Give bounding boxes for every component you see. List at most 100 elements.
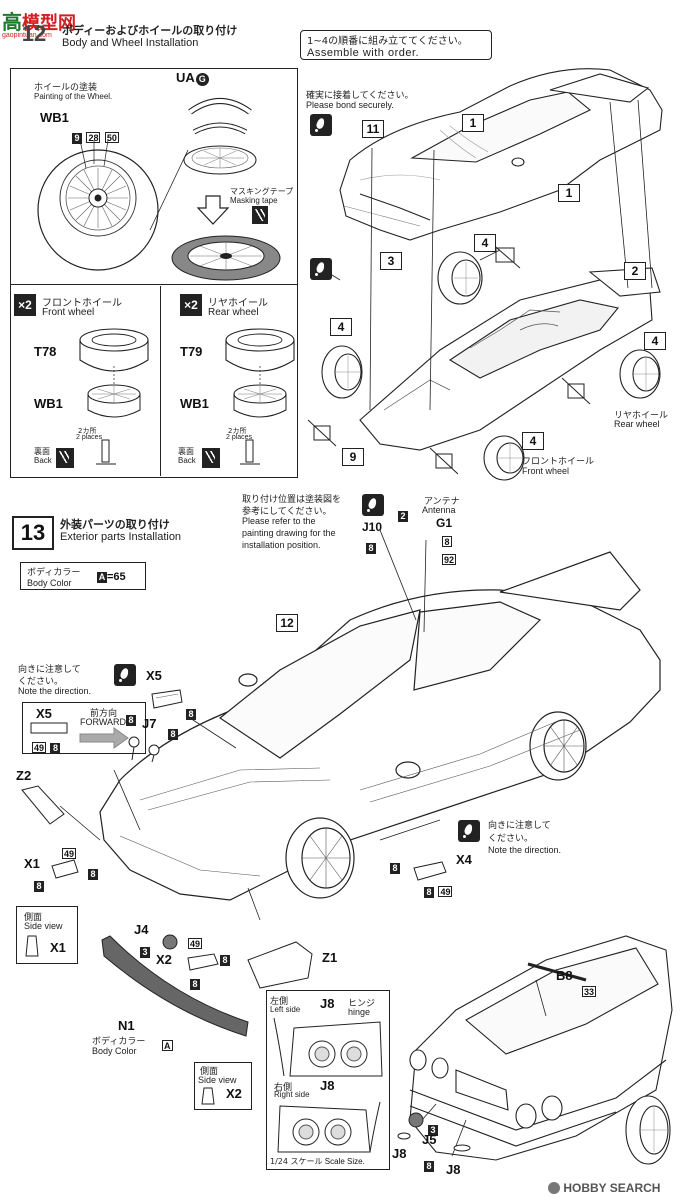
- masked-wheel-drawing: [171, 235, 281, 281]
- antenna-jp: アンテナ: [424, 497, 460, 507]
- back-rear-en: Back: [178, 456, 196, 465]
- watermark-text: 模型网: [22, 13, 76, 34]
- x1-part-drawing: [51, 859, 79, 879]
- rear-wheel-note-jp: リヤホイール: [614, 411, 669, 421]
- rear-peg-drawing: [240, 439, 260, 465]
- glue-icon-2: [310, 258, 332, 280]
- color-code-value: =65: [107, 571, 126, 583]
- wb1-rear-label: WB1: [180, 396, 209, 411]
- hobbysearch-watermark: HOBBY SEARCH: [548, 1180, 660, 1195]
- wb1-label: WB1: [40, 110, 69, 125]
- j10-color: 2: [398, 506, 408, 524]
- color-code-a: A: [97, 572, 107, 583]
- x2-side-drawing: [201, 1087, 215, 1105]
- wheel-zoom-line: [149, 149, 189, 231]
- j7-color-b: 8: [168, 724, 178, 742]
- j5-label: J5: [422, 1132, 437, 1147]
- color-8-j7a: 8: [126, 715, 136, 726]
- right-side-en: Right side: [274, 1090, 310, 1099]
- x2-color-8a: 8: [220, 950, 230, 968]
- ua-tag: G: [195, 73, 209, 86]
- j8-hinge-label: J8: [320, 996, 335, 1011]
- order-en: Assemble with order.: [307, 47, 420, 59]
- hinge-box: [266, 990, 390, 1170]
- car-exterior-drawing: [59, 529, 661, 921]
- z1-part-drawing: [247, 941, 313, 989]
- color-8-x1b: 8: [88, 869, 98, 880]
- callout-12: 12: [276, 614, 298, 632]
- ua-ring-drawing: [183, 98, 257, 175]
- direction2-en: Note the direction.: [488, 845, 562, 855]
- callout-4d: 4: [522, 432, 544, 450]
- j7-color-a: 8: [126, 710, 136, 728]
- watermark-logo: 高模型网 gaopintuan.com: [2, 10, 76, 39]
- wheel-detail-drawing: [37, 139, 159, 271]
- j10-label: J10: [362, 520, 383, 534]
- color-8-x1a: 8: [34, 881, 44, 892]
- color-code-a-n1: A: [162, 1040, 173, 1051]
- wheel-paint-divider: [10, 284, 298, 285]
- x1-side-view-box: [16, 906, 78, 964]
- wheel-front-rear-divider: [160, 286, 161, 476]
- n1-body-color-en: Body Color: [92, 1046, 137, 1056]
- x1-color-8a: 8: [34, 876, 44, 894]
- j8-right-rear-label: J8: [446, 1162, 461, 1177]
- z2-label: Z2: [16, 768, 32, 783]
- step-12-title-en: Body and Wheel Installation: [62, 37, 199, 49]
- step-13-number: 13: [12, 516, 54, 550]
- color-49-x4: 49: [438, 886, 453, 897]
- j4-label: J4: [134, 922, 149, 937]
- glue-icon: [310, 114, 332, 136]
- callout-9: 9: [342, 448, 364, 466]
- z1-label: Z1: [322, 950, 338, 965]
- x2-part-drawing: [187, 953, 219, 971]
- antenna-note-en2: painting drawing for the: [242, 528, 336, 538]
- wheel-panel: [10, 68, 298, 478]
- g1-colors: 8 92: [442, 532, 457, 568]
- j4-color-49: 49: [188, 934, 203, 952]
- back-paint-icon: [56, 448, 74, 468]
- n1-label: N1: [118, 1018, 135, 1033]
- color-8-x4a: 8: [390, 863, 400, 874]
- front-wheel-note-jp: フロントホイール: [522, 457, 595, 467]
- step-13-title-en: Exterior parts Installation: [60, 531, 182, 543]
- direction2-jp1: 向きに注意して: [488, 821, 551, 831]
- callout-4c: 4: [644, 332, 666, 350]
- back-jp: 裏面: [34, 447, 50, 456]
- body-color-code: A=65: [97, 567, 126, 585]
- x1-side-label: X1: [50, 940, 66, 955]
- color-9: 9: [72, 133, 82, 144]
- rear-wheel-en: Rear wheel: [208, 307, 259, 318]
- color-50: 50: [104, 132, 119, 143]
- x5-label: X5: [146, 668, 162, 683]
- j8-rear-color: 8: [424, 1156, 434, 1174]
- hobbysearch-logo-icon: [548, 1181, 560, 1194]
- antenna-en: Antenna: [422, 505, 456, 515]
- paint-icon: [252, 206, 268, 224]
- direction-note-en: Note the direction.: [18, 686, 92, 696]
- callout-1b: 1: [558, 184, 580, 202]
- color-8-g1: 8: [442, 536, 452, 547]
- x5-detail-label: X5: [36, 706, 52, 721]
- b8-label: B8: [556, 968, 573, 983]
- j5-part-drawing: [408, 1112, 424, 1128]
- hinge-right-drawing: [277, 1101, 381, 1153]
- direction-glue-icon: [114, 664, 136, 686]
- antenna-note-jp1: 取り付け位置は塗装図を: [242, 495, 342, 505]
- color-33: 33: [582, 986, 597, 997]
- body-color-jp: ボディカラー: [27, 568, 81, 578]
- body-assembly-drawing: [307, 68, 663, 481]
- step-12-number: 12: [21, 21, 47, 46]
- j4-part-drawing: [162, 934, 178, 950]
- two-places-rear-jp: 2カ所: [228, 427, 247, 435]
- x4-part-drawing: [413, 861, 447, 881]
- color-2: 2: [398, 511, 408, 522]
- x5-part-drawing: [151, 689, 183, 709]
- rear-wheel-note-en: Rear wheel: [614, 419, 660, 429]
- side-view2-en: Side view: [198, 1075, 237, 1085]
- order-jp: 1~4の順番に組み立ててください。: [307, 36, 468, 47]
- color-49-x1: 49: [62, 848, 77, 859]
- x4-label: X4: [456, 852, 472, 867]
- wb1-colors: 9 28 50: [72, 128, 119, 146]
- direction-note-jp2: ください。: [18, 677, 64, 687]
